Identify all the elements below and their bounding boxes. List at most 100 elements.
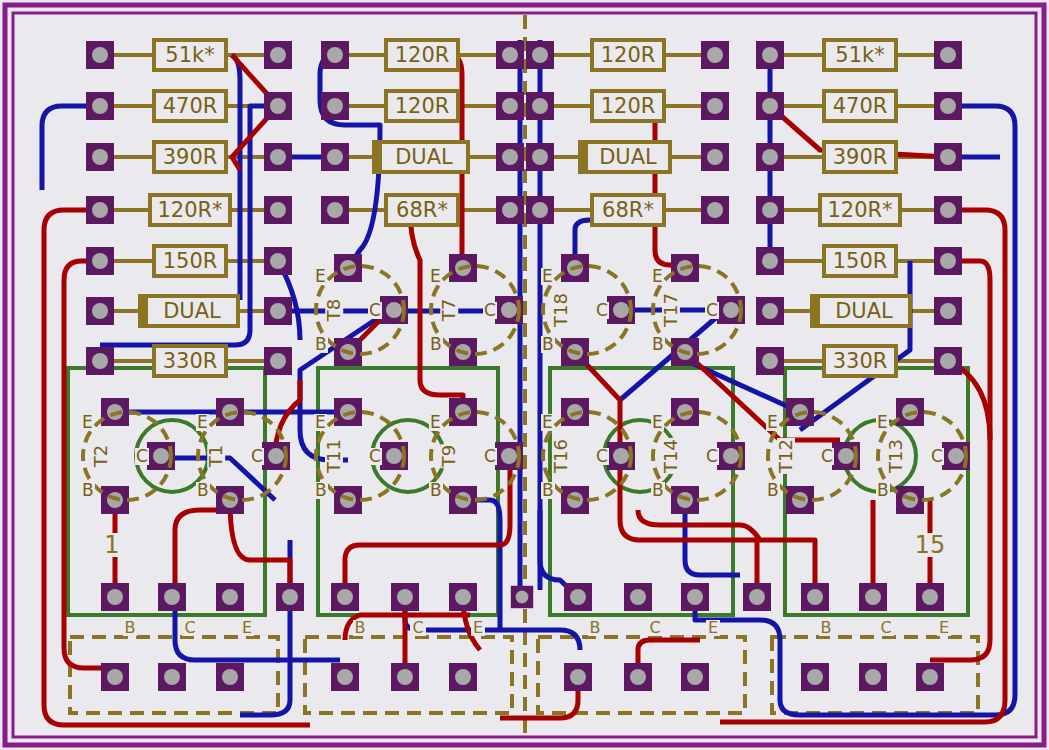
top-trace — [44, 55, 1005, 725]
solder-pad — [321, 196, 349, 224]
resistor-body: 68R* — [590, 193, 666, 227]
pad-copper — [264, 347, 292, 375]
pad-copper — [158, 583, 186, 611]
pad-hole — [397, 669, 413, 685]
pin-name: C — [135, 448, 149, 465]
resistor-value: DUAL — [395, 147, 453, 168]
solder-pad — [756, 92, 784, 120]
pad-hole — [270, 149, 286, 165]
pad-copper — [264, 247, 292, 275]
pad-hole — [922, 589, 938, 605]
pin-name: B — [196, 482, 210, 499]
transistor-circle — [83, 412, 171, 500]
resistor-body: 120R* — [818, 193, 902, 227]
pin-name: C — [820, 448, 834, 465]
solder-pad — [934, 196, 962, 224]
transistor-circle — [431, 412, 519, 500]
resistor-value: 390R — [833, 147, 888, 168]
solder-pad — [216, 663, 244, 691]
resistor-body: 150R — [152, 244, 228, 278]
resistor-value: 330R — [833, 351, 888, 372]
pad-copper — [86, 347, 114, 375]
pad-copper — [756, 92, 784, 120]
pad-copper — [681, 663, 709, 691]
resistor-value: 120R* — [157, 200, 222, 221]
solder-pad — [276, 583, 304, 611]
pad-hole — [337, 669, 353, 685]
silkscreen-dashed — [70, 15, 978, 735]
pad-hole — [397, 589, 413, 605]
solder-pad — [801, 583, 829, 611]
resistor-value: DUAL — [835, 301, 893, 322]
pad-hole — [153, 448, 169, 464]
solder-pad — [756, 297, 784, 325]
solder-pad — [701, 143, 729, 171]
pad-hole — [707, 149, 723, 165]
pad-hole — [92, 303, 108, 319]
pin-name: B — [876, 482, 890, 499]
solder-pad — [526, 196, 554, 224]
part-name: T13 — [887, 438, 905, 474]
pad-copper — [624, 663, 652, 691]
pad-hole — [502, 149, 518, 165]
pad-hole — [723, 302, 739, 318]
pad-copper — [86, 143, 114, 171]
solder-pad — [86, 196, 114, 224]
solder-pad — [216, 583, 244, 611]
pad-hole — [164, 589, 180, 605]
pin-name: C — [930, 448, 944, 465]
solder-pad — [526, 143, 554, 171]
solder-pad — [86, 297, 114, 325]
solder-pad — [916, 583, 944, 611]
solder-pad — [756, 347, 784, 375]
resistor-value: 120R* — [827, 200, 892, 221]
solder-pad — [701, 92, 729, 120]
pad-hole — [707, 98, 723, 114]
solder-pad — [86, 347, 114, 375]
pad-hole — [613, 448, 629, 464]
transistor-circle — [543, 412, 631, 500]
part-name: T12 — [777, 438, 795, 474]
pad-copper — [934, 143, 962, 171]
solder-pad — [321, 41, 349, 69]
solder-pad — [449, 583, 477, 611]
pin-name: E — [429, 268, 442, 285]
pad-copper — [859, 663, 887, 691]
resistor-body: DUAL — [810, 294, 912, 328]
resistor-body: DUAL — [372, 140, 470, 174]
solder-pad — [624, 663, 652, 691]
pad-copper — [916, 583, 944, 611]
pad-copper — [264, 297, 292, 325]
pad-hole — [940, 98, 956, 114]
resistor-value: DUAL — [163, 301, 221, 322]
pad-copper — [701, 196, 729, 224]
solder-pad — [264, 297, 292, 325]
pad-copper — [86, 41, 114, 69]
solder-pad — [934, 143, 962, 171]
pin-name: B — [541, 482, 555, 499]
pad-hole — [502, 47, 518, 63]
pad-copper — [321, 196, 349, 224]
pad-hole — [532, 47, 548, 63]
pin-name: C — [878, 620, 893, 636]
solder-pad — [264, 41, 292, 69]
resistor-value: 150R — [833, 251, 888, 272]
pin-name: B — [429, 336, 443, 353]
pad-group — [86, 41, 970, 691]
pin-name: C — [368, 302, 382, 319]
solder-pad — [331, 583, 359, 611]
pad-hole — [762, 202, 778, 218]
solder-pad — [934, 247, 962, 275]
pad-hole — [922, 669, 938, 685]
pad-hole — [940, 253, 956, 269]
pad-hole — [92, 353, 108, 369]
resistor-value: 330R — [163, 351, 218, 372]
part-name: T8 — [325, 298, 343, 322]
pin-name: E — [937, 620, 951, 636]
pin-name: E — [81, 414, 94, 431]
pin-name: C — [250, 448, 264, 465]
pad-copper — [526, 92, 554, 120]
pad-hole — [222, 669, 238, 685]
resistor-value: 51k* — [835, 45, 884, 66]
resistor-value: 68R* — [602, 200, 654, 221]
